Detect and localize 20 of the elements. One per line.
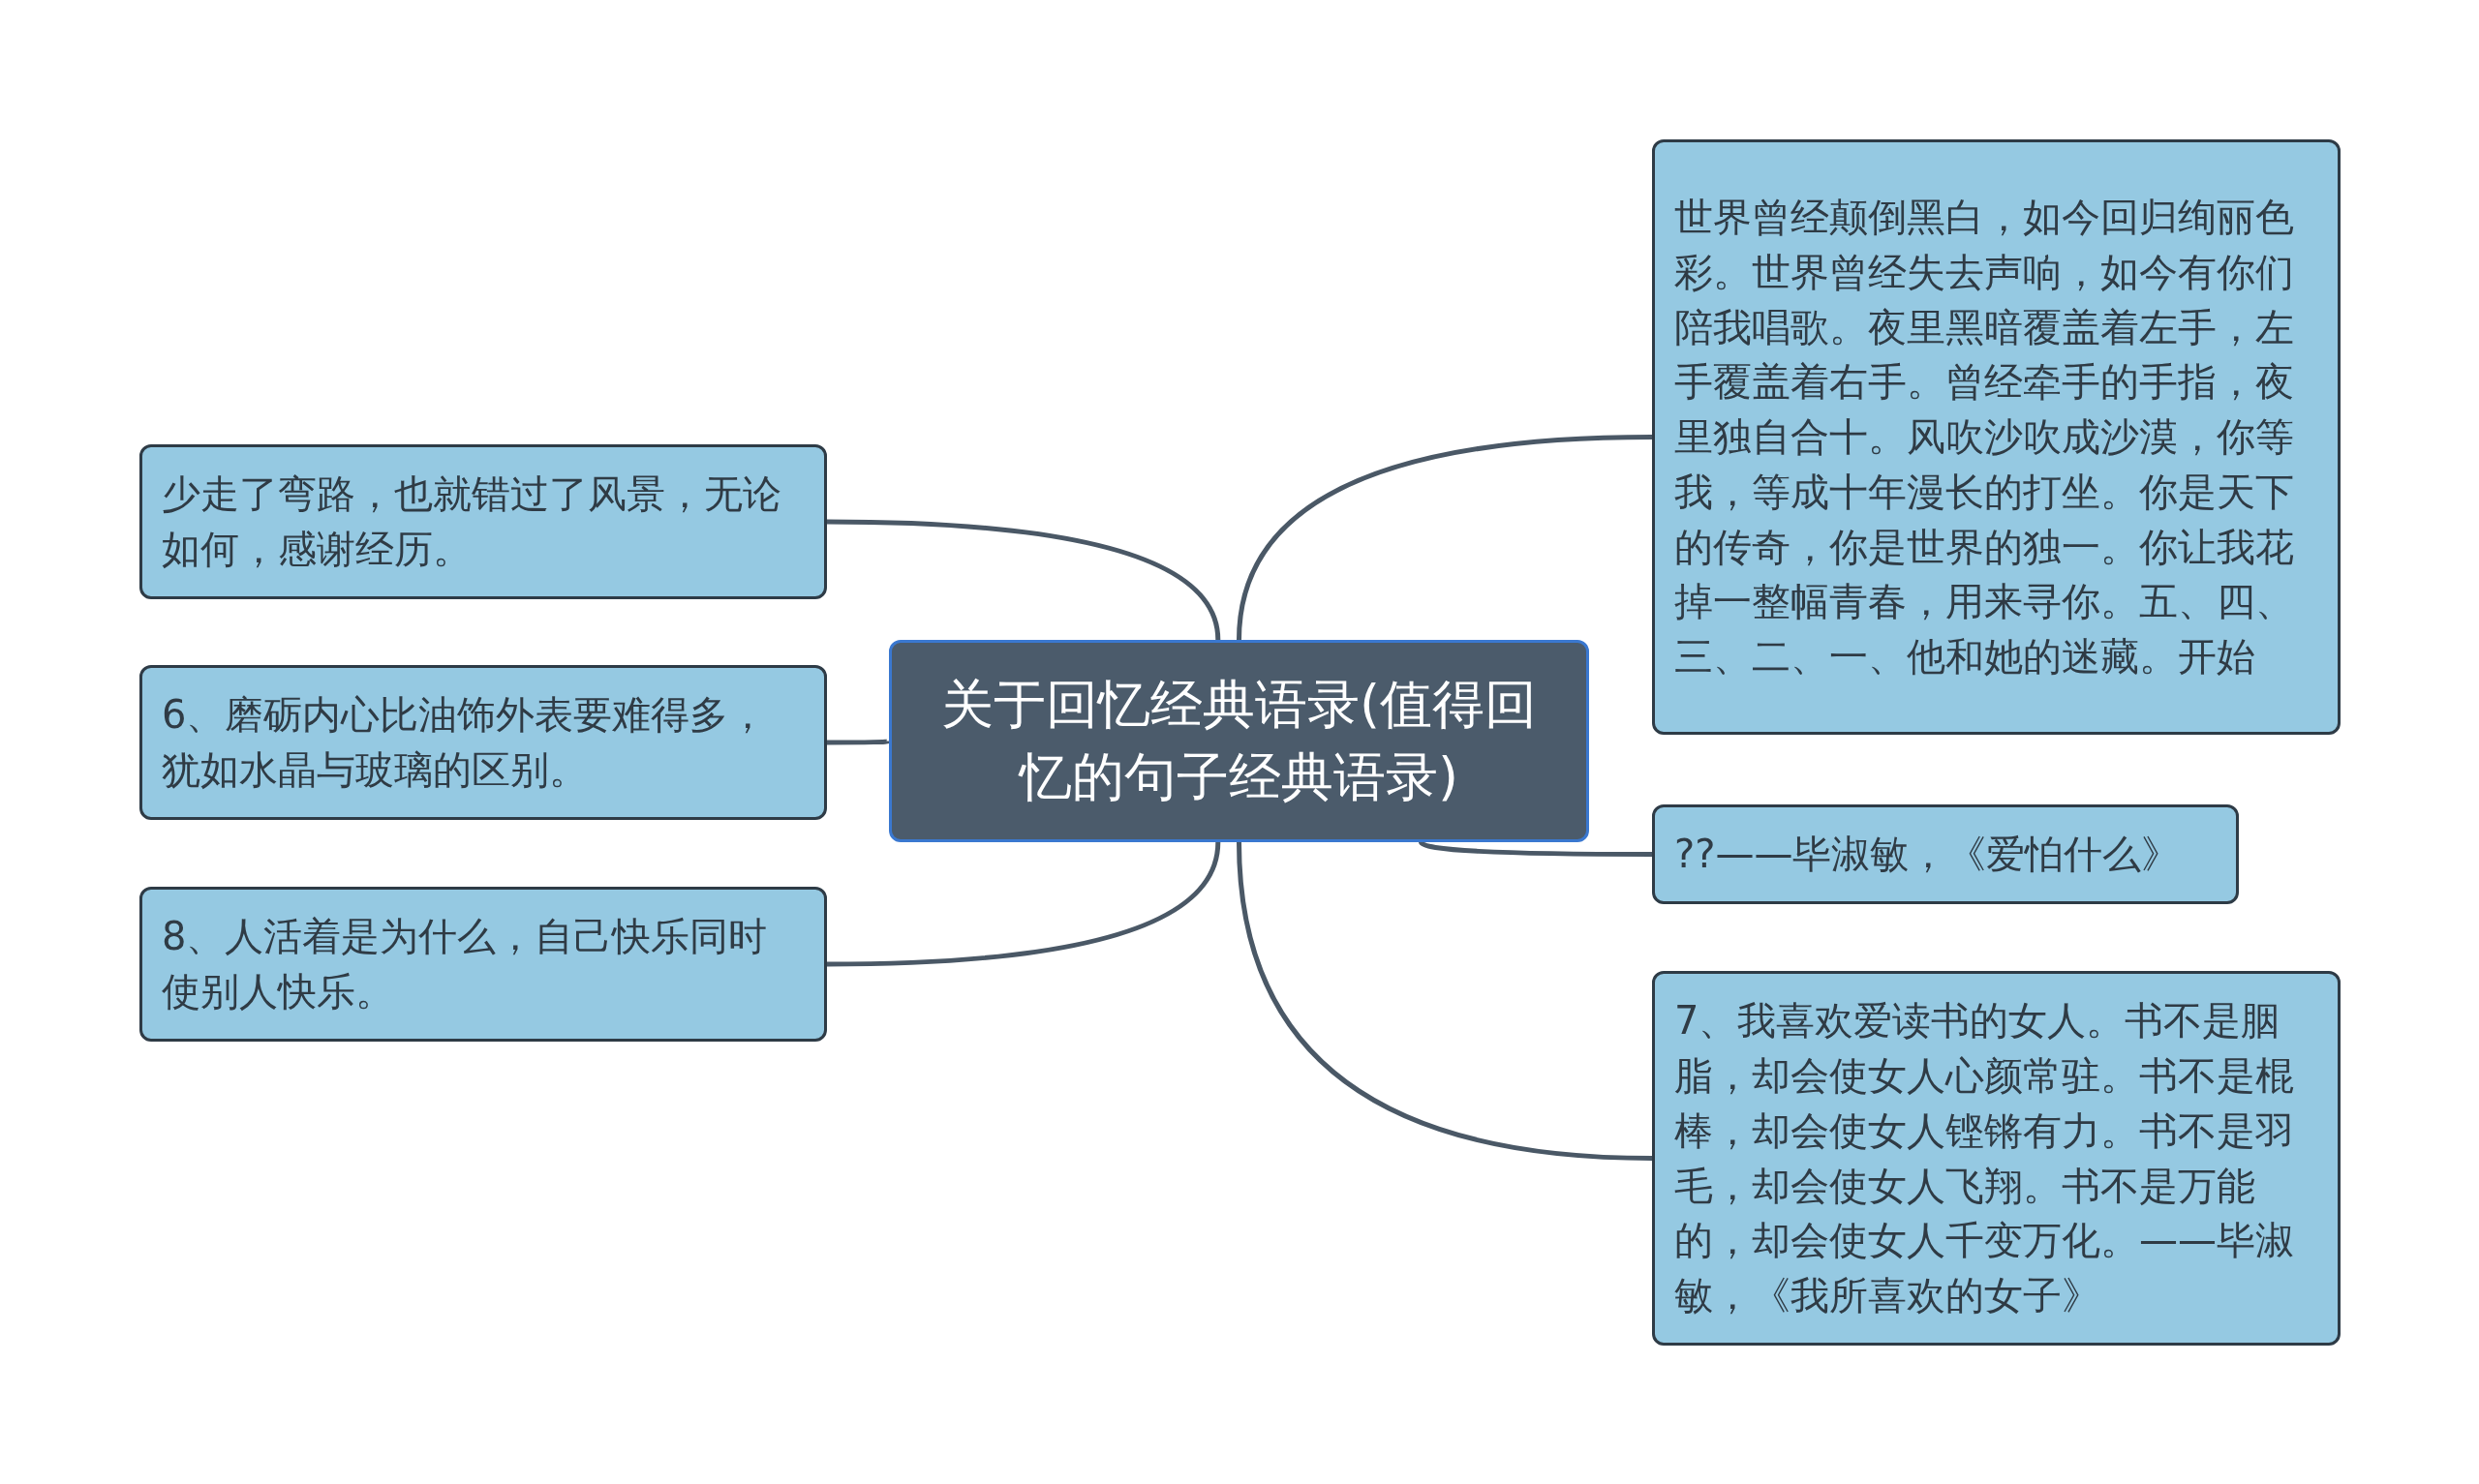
topic-box — [1652, 971, 2341, 1346]
topic-box — [139, 665, 827, 820]
connector-line — [1237, 435, 1653, 641]
topic-text: 6、磨砺内心比油饰外表要难得多，犹如水晶与玻璃的区别。 — [162, 691, 769, 794]
connector-line — [1419, 840, 1652, 857]
topic-text: 关于回忆经典语录(值得回忆的句子经典语录) — [939, 673, 1539, 809]
topic-box — [1652, 804, 2239, 904]
topic-text: 8、人活着是为什么，自己快乐同时使别人快乐。 — [162, 913, 769, 1015]
connector-line — [1237, 841, 1653, 1161]
topic-text: 7、我喜欢爱读书的女人。书不是胭脂，却会使女人心颜常驻。书不是棍棒，却会使女人铿锵有力。书不是羽毛，却会使女人飞翔。书不是万能的，却会使女人千变万化。——毕淑敏，《我所喜欢的女子》 — [1674, 997, 2295, 1320]
topic-box — [139, 444, 827, 599]
connector-line — [826, 841, 1221, 967]
central-topic — [889, 640, 1589, 842]
topic-text: 少走了弯路，也就错过了风景，无论如何，感谢经历。 — [162, 470, 782, 573]
connector-line — [827, 739, 890, 745]
topic-box — [1652, 139, 2341, 735]
topic-box — [139, 887, 827, 1042]
topic-text: ??——毕淑敏，《爱怕什么》 — [1674, 831, 2182, 878]
topic-text: 世界曾经颠倒黑白，如今回归绚丽色彩。世界曾经失去声响，如今有你们陪我唱歌。夜里黑暗覆盖着左手，左手覆盖着右手。曾经牵手的手指，夜里独自合十。风吹沙吹成沙漠，你等我，等成十年漫长的打坐。你是天下的传奇，你是世界的独一。你让我花掉一整幅青春，用来寻你。五、四、三、二、一、他和她的迷藏。开始 — [1674, 193, 2295, 681]
connector-line — [826, 519, 1221, 641]
